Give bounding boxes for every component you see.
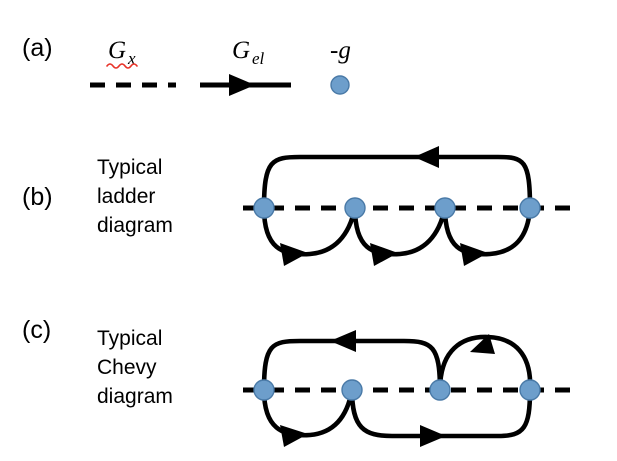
panel-b-lower-arc-1 <box>261 205 358 257</box>
panel-c-caption-line-2: Chevy <box>97 356 157 379</box>
panel-c-lower-arc-short <box>261 387 355 438</box>
panel-c-vertex-2 <box>341 379 363 401</box>
panel-b-lower-arc-2 <box>352 205 448 257</box>
panel-b-lower-arc-3 <box>442 205 533 257</box>
panel-b-vertex-3 <box>434 197 456 219</box>
arrow-left-icon <box>414 146 439 168</box>
legend-label-gel-base: G <box>232 37 250 64</box>
panel-b-upper-arc <box>261 154 533 211</box>
panel-c-vertex-3 <box>429 379 451 401</box>
arrow-upleft-icon <box>470 334 495 354</box>
spellcheck-squiggle-icon <box>106 63 138 69</box>
panel-c-tag: (c) <box>22 316 51 344</box>
legend-label-gx-subscript: x <box>127 49 136 68</box>
arrow-right-icon <box>280 425 308 447</box>
arrow-right-icon <box>229 74 255 96</box>
legend-item-directed-propagator: G el <box>200 37 291 96</box>
arrow-right-icon <box>420 425 446 447</box>
legend-item-dashed-propagator: G x <box>90 37 176 88</box>
panel-b-vertex-2 <box>344 197 366 219</box>
arrow-left-icon <box>330 330 356 352</box>
panel-b-caption-line-3: diagram <box>97 214 173 237</box>
panel-c-caption-line-3: diagram <box>97 385 173 408</box>
panel-c-caption-line-1: Typical <box>97 327 162 350</box>
interaction-vertex-dot <box>330 75 350 95</box>
panel-b-vertex-4 <box>519 197 541 219</box>
legend-label-minus-g: -g <box>330 37 351 64</box>
arrow-right-icon <box>280 243 308 266</box>
panel-b-caption-line-1: Typical <box>97 156 162 179</box>
panel-a: (a) G x G el -g <box>22 34 351 96</box>
panel-c: (c) Typical Chevy diagram <box>22 316 573 447</box>
panel-b-tag: (b) <box>22 183 53 211</box>
panel-a-tag: (a) <box>22 34 53 62</box>
panel-b-caption-line-2: ladder <box>97 185 155 208</box>
panel-c-vertex-1 <box>253 379 275 401</box>
panel-c-vertex-4 <box>519 379 541 401</box>
arrow-right-icon <box>460 243 488 266</box>
legend-label-gx-base: G <box>108 37 126 64</box>
legend-item-vertex: -g <box>330 37 351 95</box>
panel-b-vertex-1 <box>253 197 275 219</box>
panel-b: (b) Typical ladder diagram <box>22 146 573 266</box>
arrow-right-icon <box>370 243 398 266</box>
legend-label-gel-subscript: el <box>252 49 265 68</box>
